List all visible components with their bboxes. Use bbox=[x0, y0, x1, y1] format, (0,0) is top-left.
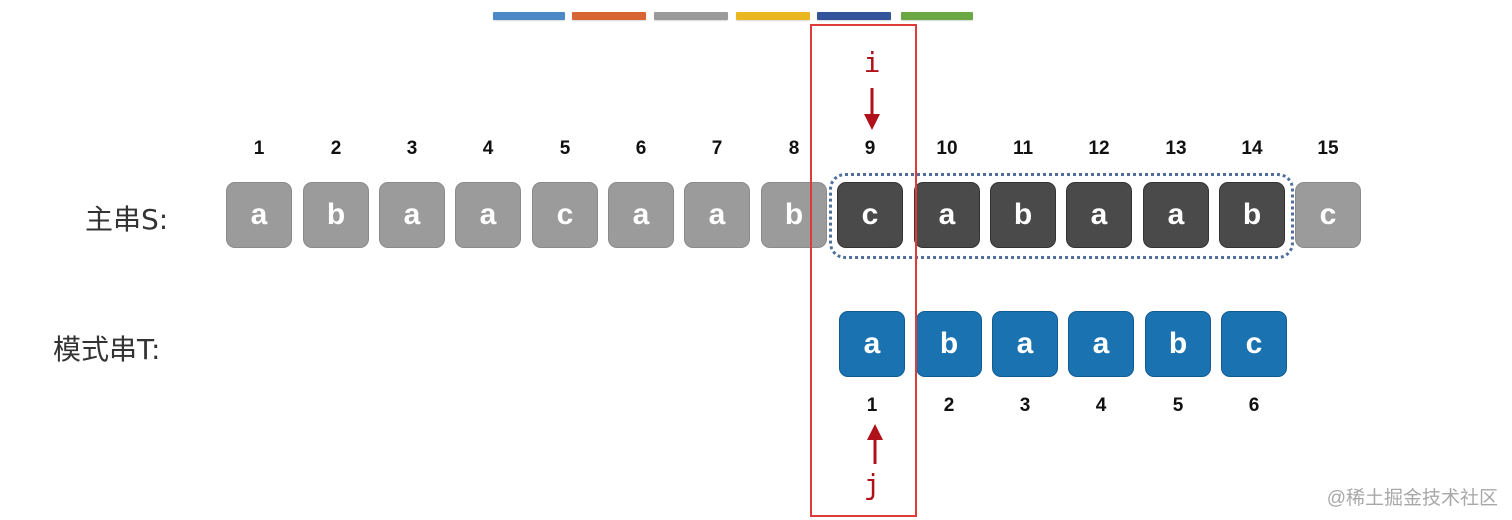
watermark: @稀土掘金技术社区 bbox=[1326, 488, 1498, 509]
main-cell-9: c bbox=[837, 182, 903, 248]
pattern-cell-1: a bbox=[839, 311, 905, 377]
main-index-15: 15 bbox=[1317, 138, 1339, 159]
main-cell-3: a bbox=[379, 182, 445, 248]
main-cell-1: a bbox=[226, 182, 292, 248]
legend-bar-4 bbox=[736, 12, 810, 20]
main-cell-12: a bbox=[1066, 182, 1132, 248]
main-cell-2: b bbox=[303, 182, 369, 248]
main-index-4: 4 bbox=[482, 138, 494, 159]
legend-bar-5 bbox=[817, 12, 891, 20]
main-index-2: 2 bbox=[330, 138, 342, 159]
pattern-index-6: 6 bbox=[1248, 395, 1260, 416]
main-index-3: 3 bbox=[406, 138, 418, 159]
main-index-1: 1 bbox=[253, 138, 265, 159]
legend-bar-1 bbox=[493, 12, 565, 20]
main-index-8: 8 bbox=[788, 138, 800, 159]
main-index-7: 7 bbox=[711, 138, 723, 159]
pointer-i-label: i bbox=[863, 46, 881, 79]
pattern-index-1: 1 bbox=[866, 395, 878, 416]
main-index-14: 14 bbox=[1241, 138, 1263, 159]
main-cell-7: a bbox=[684, 182, 750, 248]
main-index-5: 5 bbox=[559, 138, 571, 159]
main-string-label: 主串S: bbox=[85, 203, 169, 236]
pattern-cell-3: a bbox=[992, 311, 1058, 377]
pattern-index-5: 5 bbox=[1172, 395, 1184, 416]
pattern-cell-5: b bbox=[1145, 311, 1211, 377]
pattern-index-3: 3 bbox=[1019, 395, 1031, 416]
main-cell-11: b bbox=[990, 182, 1056, 248]
legend-bar-6 bbox=[901, 12, 973, 20]
main-cell-8: b bbox=[761, 182, 827, 248]
pointer-j-label: j bbox=[863, 468, 881, 501]
pointer-i-arrow bbox=[864, 88, 880, 130]
main-cell-15: c bbox=[1295, 182, 1361, 248]
pattern-cell-6: c bbox=[1221, 311, 1287, 377]
main-cell-13: a bbox=[1143, 182, 1209, 248]
main-cell-5: c bbox=[532, 182, 598, 248]
pattern-index-4: 4 bbox=[1095, 395, 1107, 416]
main-index-10: 10 bbox=[936, 138, 958, 159]
main-index-9: 9 bbox=[864, 138, 876, 159]
comparison-highlight-frame bbox=[810, 24, 917, 517]
main-index-12: 12 bbox=[1088, 138, 1110, 159]
main-index-13: 13 bbox=[1165, 138, 1187, 159]
matched-segment-box bbox=[829, 173, 1294, 259]
main-cell-14: b bbox=[1219, 182, 1285, 248]
pattern-cell-2: b bbox=[916, 311, 982, 377]
main-cell-4: a bbox=[455, 182, 521, 248]
pattern-cell-4: a bbox=[1068, 311, 1134, 377]
legend-bar-3 bbox=[654, 12, 728, 20]
main-index-11: 11 bbox=[1012, 138, 1034, 159]
main-index-6: 6 bbox=[635, 138, 647, 159]
pattern-index-2: 2 bbox=[943, 395, 955, 416]
legend-bar-2 bbox=[572, 12, 646, 20]
pointer-j-arrow bbox=[867, 424, 883, 464]
main-cell-6: a bbox=[608, 182, 674, 248]
main-cell-10: a bbox=[914, 182, 980, 248]
pattern-string-label: 模式串T: bbox=[53, 333, 161, 366]
